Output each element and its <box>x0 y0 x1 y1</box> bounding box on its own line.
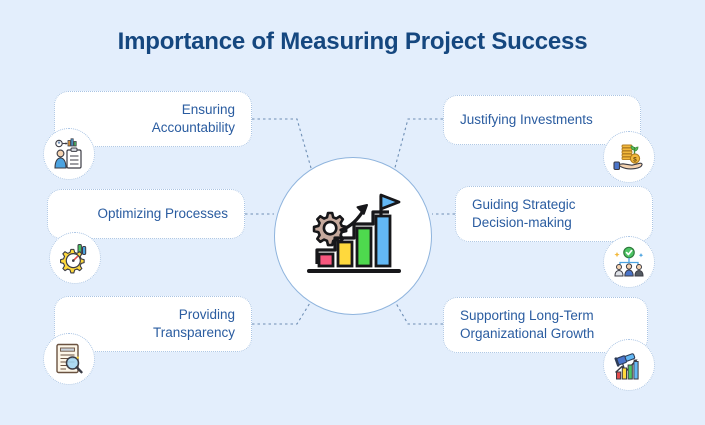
connector-accountability <box>252 118 314 176</box>
gear-gauge-icon-badge <box>49 232 101 284</box>
card-label: Ensuring Accountability <box>151 101 235 135</box>
gear-gauge-icon <box>59 242 91 274</box>
team-approval-icon <box>612 246 646 278</box>
connector-investments <box>392 118 443 176</box>
center-node <box>274 157 432 315</box>
card-guiding-strategic-decision-making[interactable]: Guiding Strategic Decision-making <box>455 186 653 242</box>
svg-text:$: $ <box>633 157 637 164</box>
hand-coins-plant-icon-badge: $ <box>603 131 655 183</box>
connector-transparency <box>252 297 314 325</box>
connector-growth <box>392 297 443 325</box>
card-label: Guiding Strategic Decision-making <box>472 196 576 230</box>
person-clipboard-icon-badge <box>43 128 95 180</box>
card-label: Optimizing Processes <box>97 205 228 221</box>
card-justifying-investments[interactable]: Justifying Investments <box>443 95 641 145</box>
card-ensuring-accountability[interactable]: Ensuring Accountability <box>54 91 252 147</box>
document-magnifier-icon <box>53 342 85 376</box>
document-magnifier-icon-badge <box>43 333 95 385</box>
growth-chart-icon <box>297 186 409 287</box>
hand-coins-plant-icon: $ <box>612 141 646 173</box>
telescope-chart-icon-badge <box>603 339 655 391</box>
telescope-chart-icon <box>612 349 646 381</box>
card-optimizing-processes[interactable]: Optimizing Processes <box>47 189 245 239</box>
card-label: Justifying Investments <box>460 111 593 127</box>
card-label: Supporting Long-Term Organizational Grow… <box>460 307 595 341</box>
team-approval-icon-badge <box>603 236 655 288</box>
person-clipboard-icon <box>52 137 86 171</box>
page-title: Importance of Measuring Project Success <box>117 28 588 55</box>
card-label: Providing Transparency <box>152 306 235 340</box>
